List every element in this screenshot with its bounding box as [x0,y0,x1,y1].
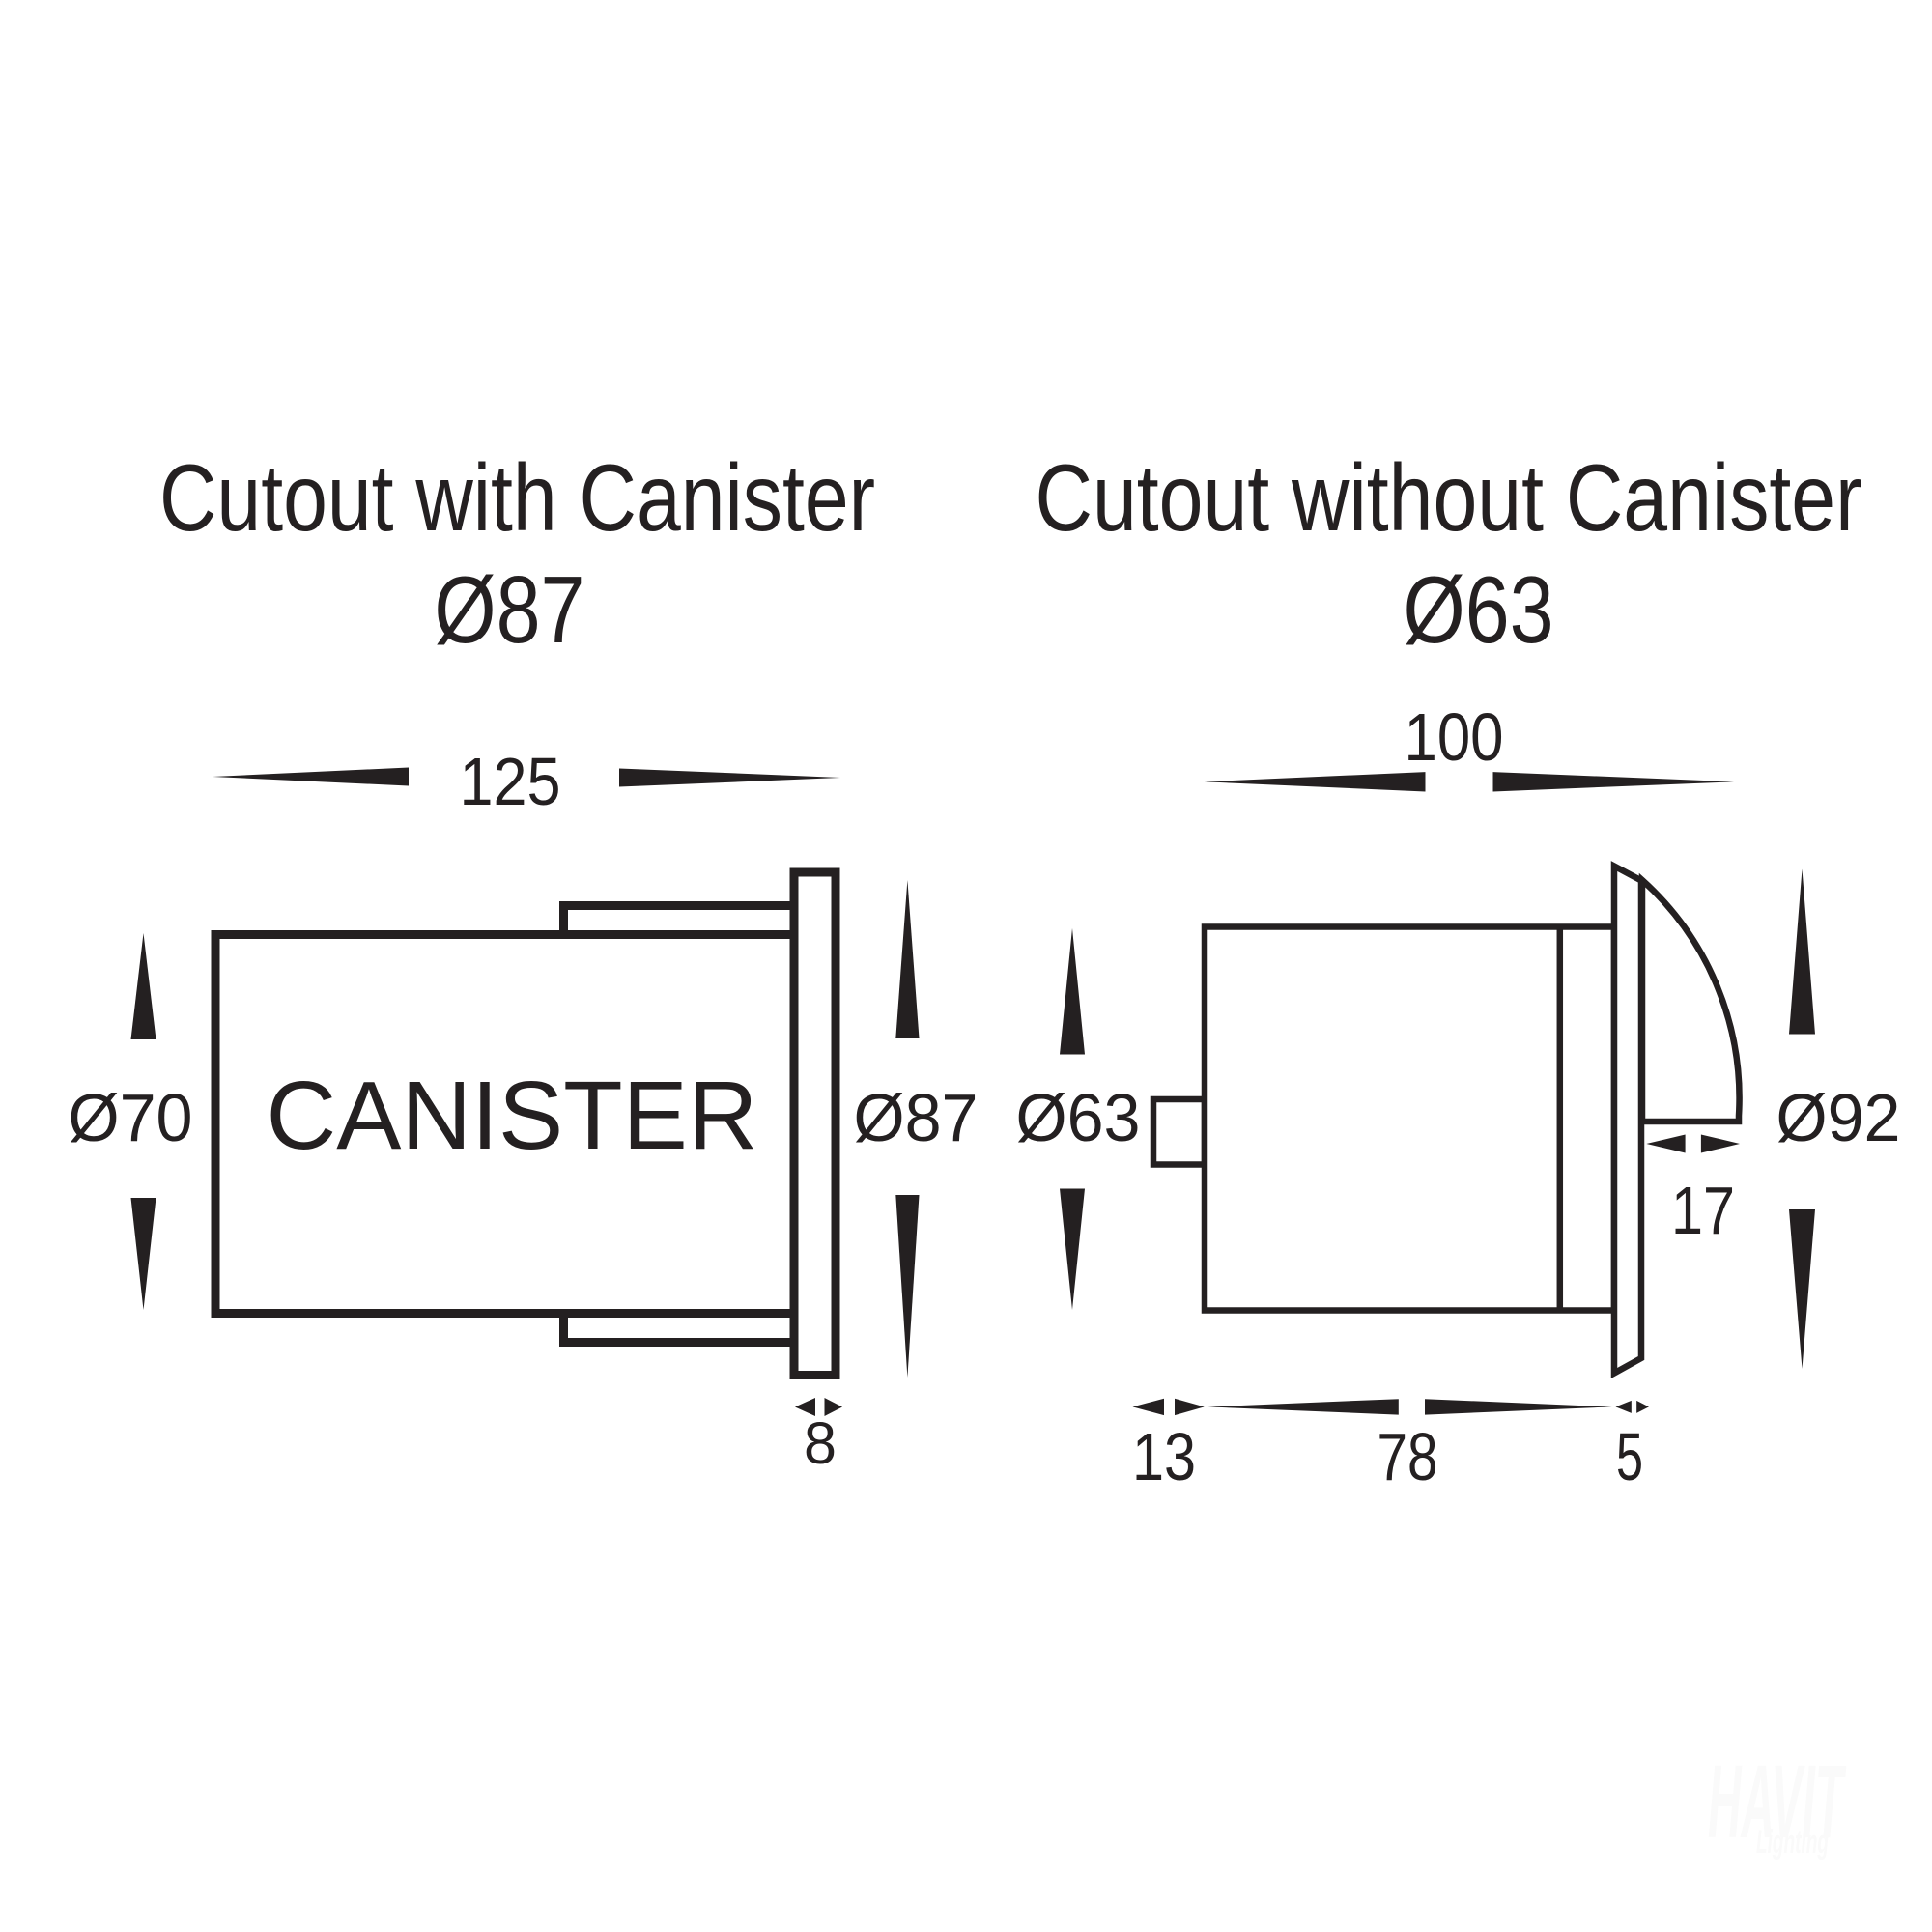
svg-text:13: 13 [1132,1419,1196,1494]
svg-text:8: 8 [804,1410,837,1476]
svg-text:Cutout without Canister: Cutout without Canister [1036,444,1862,551]
svg-text:Ø63: Ø63 [1016,1080,1141,1155]
svg-text:Lighting: Lighting [1756,1824,1829,1861]
svg-text:Ø92: Ø92 [1776,1080,1901,1155]
svg-text:17: 17 [1671,1173,1735,1248]
svg-text:Ø63: Ø63 [1404,556,1554,663]
svg-text:CANISTER: CANISTER [267,1062,758,1170]
svg-text:Ø87: Ø87 [434,556,584,663]
svg-text:Ø70: Ø70 [69,1080,193,1155]
svg-text:HAVIT: HAVIT [1708,1743,1847,1860]
svg-text:5: 5 [1616,1419,1643,1494]
svg-text:125: 125 [460,744,561,819]
svg-text:Cutout with Canister: Cutout with Canister [159,444,875,551]
svg-text:100: 100 [1405,699,1504,775]
svg-text:78: 78 [1378,1419,1438,1494]
svg-text:Ø87: Ø87 [854,1080,979,1155]
